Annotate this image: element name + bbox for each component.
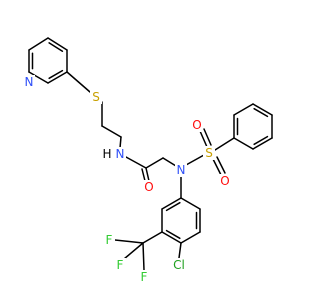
pyridine-bond bbox=[47, 37, 68, 51]
atom-o-sulfonyl-2: O bbox=[219, 174, 231, 188]
bond-s-o1-double bbox=[203, 128, 212, 146]
atom-label: O bbox=[220, 174, 229, 188]
atom-label: N bbox=[177, 163, 186, 177]
aryl-bond bbox=[180, 231, 201, 244]
pyridine-double-bond bbox=[48, 69, 64, 80]
bond-aryl-cl bbox=[178, 242, 182, 259]
bond-n-s bbox=[185, 154, 205, 166]
atom-label: S bbox=[205, 146, 213, 160]
bond-s-o2-double bbox=[216, 156, 226, 174]
aryl-bond bbox=[161, 197, 182, 210]
atom-o-amide: O bbox=[143, 180, 155, 194]
phenyl-double-bond bbox=[253, 107, 269, 118]
bonds bbox=[28, 37, 273, 271]
atom-h-amide: H bbox=[102, 147, 113, 161]
atom-label: N bbox=[116, 147, 125, 161]
atom-labels: N S N H O N S bbox=[23, 75, 231, 284]
aryl-double-bond bbox=[165, 229, 181, 240]
bond-ch2-ch2 bbox=[101, 125, 122, 138]
bond-s-o2 bbox=[212, 158, 222, 176]
bond-aryl-cf3 bbox=[142, 231, 163, 244]
bond-c-f3 bbox=[142, 242, 145, 271]
atom-s-sulfonyl: S bbox=[203, 146, 215, 160]
bond-s-o1 bbox=[199, 130, 208, 148]
atom-s-thioether: S bbox=[90, 90, 102, 104]
pyridine-bond bbox=[28, 71, 49, 84]
bond-c-f1 bbox=[114, 239, 144, 244]
bond-ch2-n bbox=[119, 136, 122, 149]
bond-n-carbonyl bbox=[125, 156, 147, 169]
aryl-double-bond bbox=[165, 201, 181, 212]
phenyl-double-bond bbox=[253, 135, 269, 146]
pyridine-bond bbox=[28, 37, 49, 51]
bond-c-s bbox=[66, 71, 91, 93]
bond-c-o-double bbox=[141, 168, 146, 182]
atom-label: F bbox=[117, 258, 124, 272]
atom-label: O bbox=[144, 180, 153, 194]
atom-label: F bbox=[106, 233, 113, 247]
molecule-structure: N S N H O N S bbox=[23, 37, 273, 284]
atom-cl: Cl bbox=[170, 258, 188, 272]
atom-label: Cl bbox=[173, 258, 185, 272]
atom-label: N bbox=[25, 75, 34, 89]
atom-o-sulfonyl-1: O bbox=[191, 118, 203, 132]
atom-label: O bbox=[192, 118, 201, 132]
phenyl-bond bbox=[252, 137, 273, 150]
bond-c-o bbox=[145, 167, 150, 182]
atom-n-amide: N bbox=[114, 147, 126, 161]
atom-label: F bbox=[141, 270, 148, 284]
pyridine-bond bbox=[47, 71, 68, 84]
atom-label: H bbox=[102, 147, 111, 161]
pyridine-double-bond bbox=[48, 42, 64, 52]
aryl-bond bbox=[180, 197, 201, 210]
atom-n-pyridine: N bbox=[23, 75, 35, 89]
bond-c-ch2 bbox=[145, 157, 164, 169]
atom-f-1: F bbox=[103, 233, 115, 247]
phenyl-bond bbox=[233, 103, 254, 116]
atom-n-sulfonamide: N bbox=[175, 163, 187, 177]
bond-c-f2 bbox=[123, 242, 144, 260]
bond-s-phenyl bbox=[214, 137, 235, 151]
atom-f-3: F bbox=[138, 270, 150, 284]
bond-ch2-n bbox=[162, 157, 177, 167]
atom-label: S bbox=[92, 90, 100, 104]
phenyl-bond bbox=[252, 103, 273, 116]
atom-f-2: F bbox=[114, 258, 126, 272]
aryl-bond bbox=[161, 231, 182, 244]
phenyl-bond bbox=[233, 137, 254, 150]
